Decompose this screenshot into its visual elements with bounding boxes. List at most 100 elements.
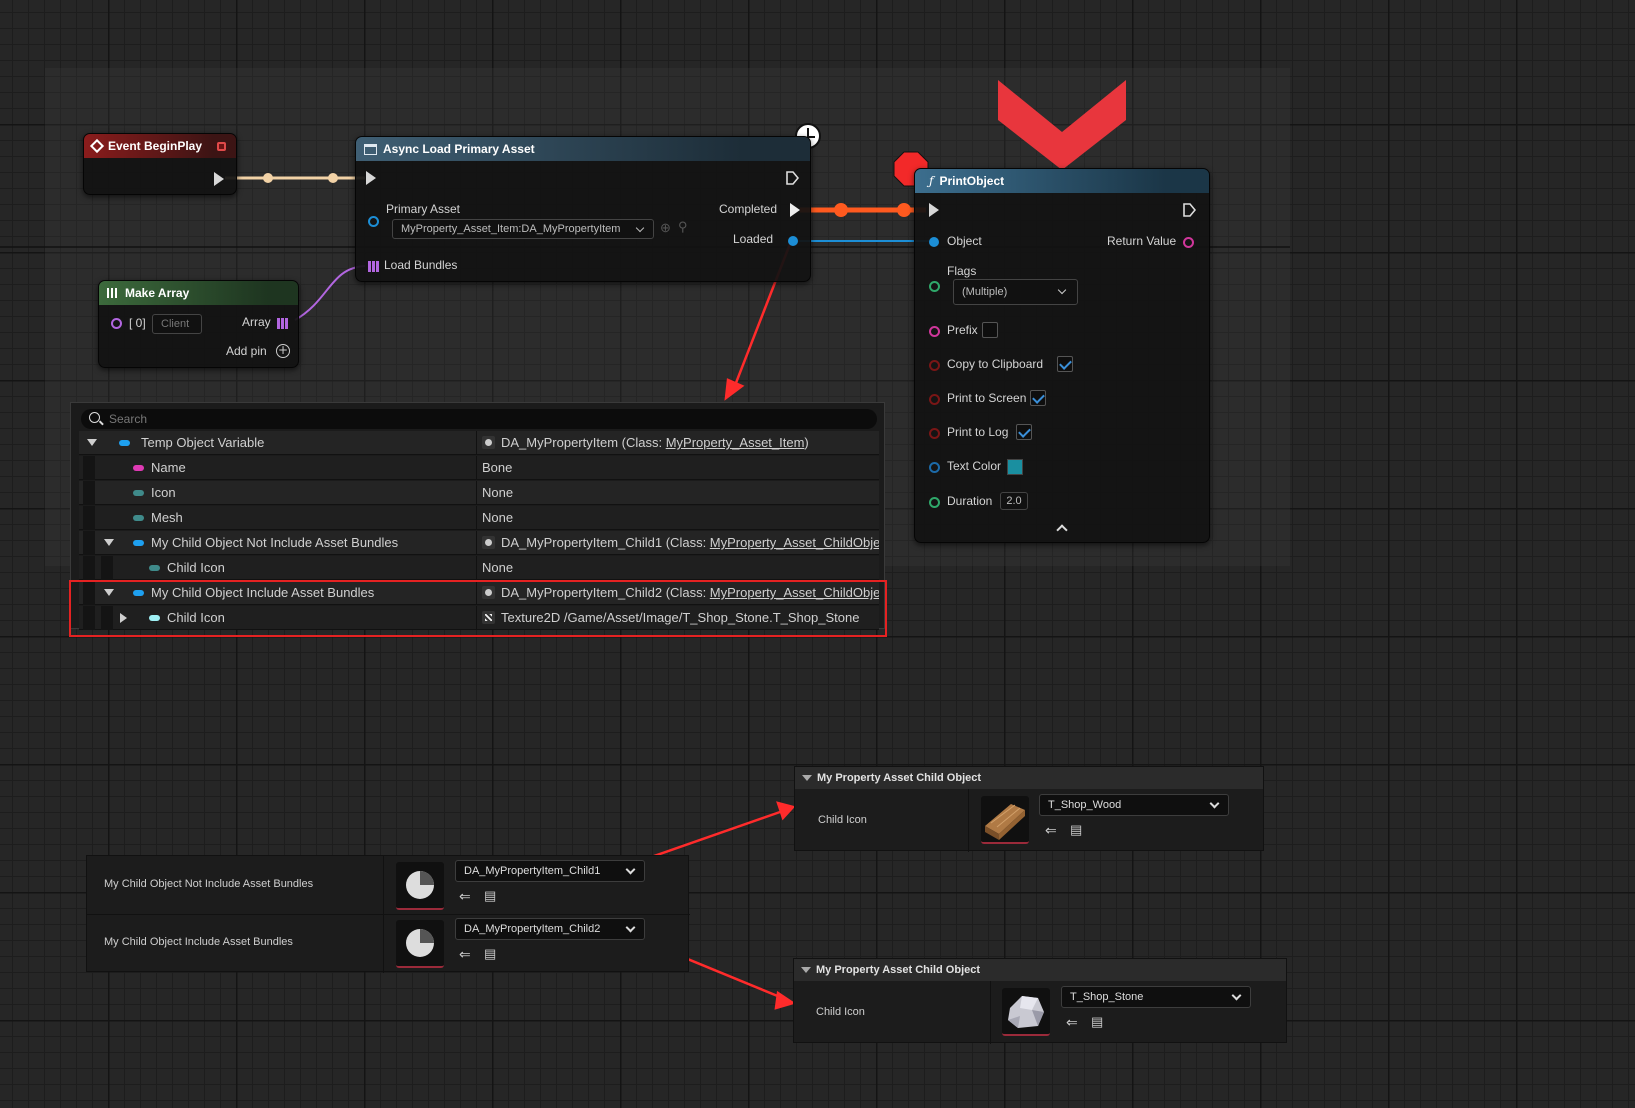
array-grid-icon[interactable] xyxy=(368,261,379,272)
softref-type-pill xyxy=(133,490,144,496)
flags-dropdown[interactable]: (Multiple) xyxy=(953,279,1078,305)
category-header[interactable]: My Property Asset Child Object xyxy=(794,959,1286,981)
delegate-pin-icon[interactable] xyxy=(217,141,226,151)
primary-asset-pin[interactable] xyxy=(368,216,379,227)
texture-thumbnail[interactable] xyxy=(981,796,1029,844)
tree-row[interactable]: My Child Object Include Asset Bundles DA… xyxy=(79,581,879,605)
texture-picker-dropdown[interactable]: T_Shop_Stone xyxy=(1061,986,1251,1008)
use-selected-icon[interactable]: ⇐ xyxy=(1045,822,1057,838)
completed-exec-pin[interactable] xyxy=(790,203,800,217)
asset-picker-dropdown[interactable]: DA_MyPropertyItem_Child1 xyxy=(455,860,645,882)
tree-rows: Temp Object Variable DA_MyPropertyItem (… xyxy=(71,431,886,630)
copy-clipboard-pin[interactable] xyxy=(929,360,940,371)
collapse-advanced-icon[interactable] xyxy=(1056,524,1068,536)
tree-row-value: DA_MyPropertyItem_Child1 (Class: xyxy=(501,535,710,550)
search-input[interactable]: Search xyxy=(81,409,877,429)
browse-folder-icon[interactable]: ▤ xyxy=(484,888,497,903)
duration-input[interactable]: 2.0 xyxy=(1000,492,1028,510)
text-color-pin[interactable] xyxy=(929,462,940,473)
exec-in-pin[interactable] xyxy=(366,171,376,185)
print-screen-checkbox[interactable] xyxy=(1030,390,1046,406)
data-asset-icon xyxy=(406,871,434,899)
tree-row[interactable]: Child Icon Texture2D /Game/Asset/Image/T… xyxy=(79,606,879,630)
expand-arrow-icon[interactable] xyxy=(104,539,114,546)
browse-folder-icon[interactable]: ▤ xyxy=(1070,822,1083,837)
print-log-label: Print to Log xyxy=(947,425,1009,439)
asset-picker-dropdown[interactable]: DA_MyPropertyItem_Child2 xyxy=(455,918,645,940)
return-value-pin[interactable] xyxy=(1183,237,1194,248)
flags-pin[interactable] xyxy=(929,281,940,292)
chevron-down-icon xyxy=(1231,990,1242,1001)
expand-arrow-icon[interactable] xyxy=(120,613,127,623)
browse-folder-icon[interactable]: ▤ xyxy=(484,946,497,961)
print-log-pin[interactable] xyxy=(929,428,940,439)
tree-row-value: None xyxy=(482,560,514,575)
property-label: My Child Object Include Asset Bundles xyxy=(104,936,293,948)
print-node-header: ƒ PrintObject xyxy=(915,169,1209,193)
asset-thumbnail[interactable] xyxy=(396,920,444,968)
print-screen-pin[interactable] xyxy=(929,394,940,405)
flags-label: Flags xyxy=(947,264,977,278)
async-title: Async Load Primary Asset xyxy=(383,142,535,156)
array-element-pin[interactable] xyxy=(111,318,122,329)
chevron-down-icon xyxy=(1209,798,1220,809)
print-exec-in-pin[interactable] xyxy=(929,203,939,217)
copy-clipboard-checkbox[interactable] xyxy=(1057,356,1073,372)
asset-icon xyxy=(482,586,495,599)
property-label: My Child Object Not Include Asset Bundle… xyxy=(104,878,314,890)
asset-picker-value: DA_MyPropertyItem_Child2 xyxy=(464,923,601,935)
use-selected-icon[interactable]: ⇐ xyxy=(459,888,471,904)
async-load-node[interactable]: Async Load Primary Asset Primary Asset M… xyxy=(355,136,811,282)
highlight-box xyxy=(69,580,887,637)
event-title: Event BeginPlay xyxy=(108,139,203,153)
asset-thumbnail[interactable] xyxy=(396,862,444,910)
text-color-swatch[interactable] xyxy=(1007,459,1023,475)
texture-thumbnail[interactable] xyxy=(1002,988,1050,1036)
event-beginplay-node[interactable]: Event BeginPlay xyxy=(83,133,237,195)
class-link[interactable]: MyProperty_Asset_ChildObje xyxy=(709,535,879,550)
array-out-pin[interactable] xyxy=(277,318,288,329)
class-link[interactable]: MyProperty_Asset_Item xyxy=(665,435,805,450)
print-exec-out-pin[interactable] xyxy=(1183,203,1196,217)
use-selected-icon[interactable]: ⇐ xyxy=(459,946,471,962)
use-selected-icon[interactable]: ⇐ xyxy=(1066,1014,1078,1030)
duration-pin[interactable] xyxy=(929,497,940,508)
wire-knot xyxy=(328,173,338,183)
tree-row[interactable]: Name Bone xyxy=(79,456,879,480)
tree-row[interactable]: Icon None xyxy=(79,481,879,505)
expand-arrow-icon[interactable] xyxy=(87,439,97,446)
tree-row-name: Name xyxy=(151,460,186,475)
expand-arrow-icon[interactable] xyxy=(104,589,114,596)
prefix-checkbox[interactable] xyxy=(982,322,998,338)
texture-picker-dropdown[interactable]: T_Shop_Wood xyxy=(1039,794,1229,816)
use-selected-icon[interactable]: ⊕ xyxy=(660,220,671,235)
prefix-pin[interactable] xyxy=(929,326,940,337)
then-exec-out-pin[interactable] xyxy=(786,171,799,185)
tree-row[interactable]: Mesh None xyxy=(79,506,879,530)
browse-icon[interactable]: ⚲ xyxy=(678,219,688,234)
event-diamond-icon xyxy=(89,138,105,154)
wood-texture-icon xyxy=(985,804,1025,840)
tree-row-name: Icon xyxy=(151,485,176,500)
category-header[interactable]: My Property Asset Child Object xyxy=(795,767,1263,789)
make-array-node[interactable]: Make Array [ 0] Client Array Add pin + xyxy=(98,280,299,368)
tree-row[interactable]: Temp Object Variable DA_MyPropertyItem (… xyxy=(79,431,879,455)
tree-row[interactable]: Child Icon None xyxy=(79,556,879,580)
add-pin-icon[interactable]: + xyxy=(276,343,290,358)
object-in-pin[interactable] xyxy=(929,237,939,247)
exec-out-pin[interactable] xyxy=(214,172,224,186)
object-type-pill xyxy=(133,590,144,596)
chevron-down-icon xyxy=(635,223,645,233)
async-node-header: Async Load Primary Asset xyxy=(356,137,810,161)
primary-asset-dropdown[interactable]: MyProperty_Asset_Item:DA_MyPropertyItem xyxy=(392,219,654,239)
browse-folder-icon[interactable]: ▤ xyxy=(1091,1014,1104,1029)
loaded-object-pin[interactable] xyxy=(788,236,798,246)
wire-knot xyxy=(897,203,911,217)
print-log-checkbox[interactable] xyxy=(1016,424,1032,440)
class-link[interactable]: MyProperty_Asset_ChildObje xyxy=(709,585,879,600)
array-element-input[interactable]: Client xyxy=(152,314,202,334)
tree-row-value-suffix: ) xyxy=(804,435,809,450)
search-icon xyxy=(89,412,100,423)
print-object-node[interactable]: ƒ PrintObject Object Return Value Flags … xyxy=(914,168,1210,543)
tree-row[interactable]: My Child Object Not Include Asset Bundle… xyxy=(79,531,879,555)
